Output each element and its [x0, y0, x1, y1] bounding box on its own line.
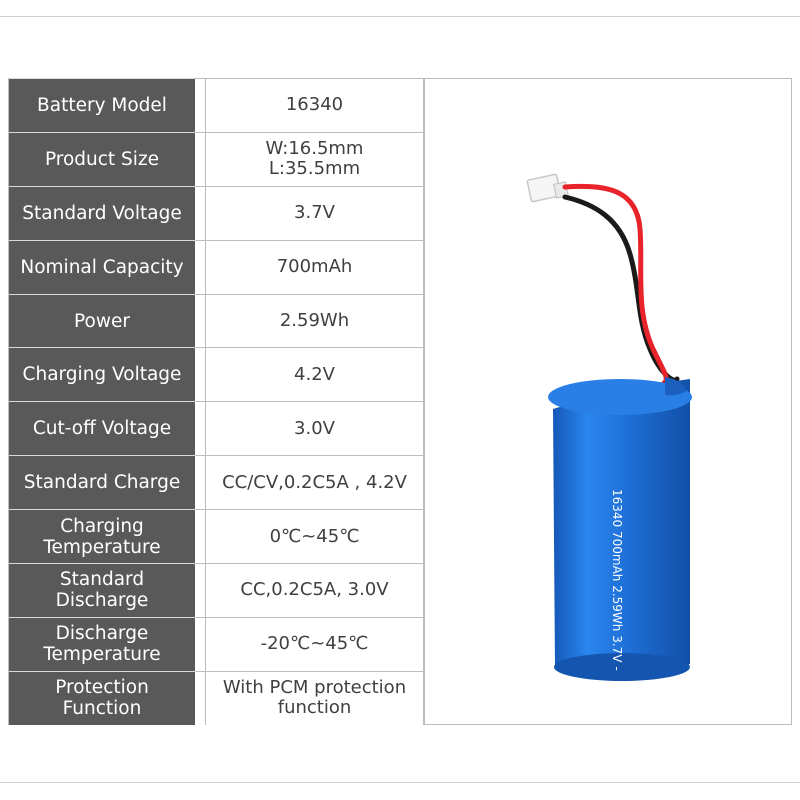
battery-printed-label: 16340 700mAh 2.59Wh 3.7V -: [610, 489, 624, 671]
spec-row-standard-voltage: Standard Voltage 3.7V: [9, 185, 424, 240]
battery-cell: 16340 700mAh 2.59Wh 3.7V -: [548, 377, 692, 681]
spec-row-standard-discharge: Standard Discharge CC,0.2C5A, 3.0V: [9, 563, 424, 617]
cell-gap: [195, 616, 205, 671]
spec-row-battery-model: Battery Model 16340: [9, 78, 424, 132]
spec-value: W:16.5mm L:35.5mm: [205, 131, 424, 186]
cell-gap: [195, 239, 205, 294]
spec-row-discharge-temperature: Discharge Temperature -20℃~45℃: [9, 616, 424, 671]
spec-row-standard-charge: Standard Charge CC/CV,0.2C5A , 4.2V: [9, 455, 424, 510]
spec-label: Nominal Capacity: [9, 239, 195, 294]
spec-table: Battery Model 16340 Product Size W:16.5m…: [8, 78, 424, 725]
spec-row-product-size: Product Size W:16.5mm L:35.5mm: [9, 131, 424, 186]
cell-gap: [195, 131, 205, 186]
cell-gap: [195, 563, 205, 617]
spec-row-nominal-capacity: Nominal Capacity 700mAh: [9, 239, 424, 294]
spec-value: CC/CV,0.2C5A , 4.2V: [205, 455, 424, 510]
spec-label: Charging Temperature: [9, 509, 195, 564]
cell-gap: [195, 401, 205, 456]
spec-value: 2.59Wh: [205, 293, 424, 348]
spec-label: Standard Discharge: [9, 563, 195, 617]
spec-value: 3.0V: [205, 401, 424, 456]
spec-row-power: Power 2.59Wh: [9, 293, 424, 348]
wire-connector: [526, 173, 569, 203]
spec-value: 16340: [205, 78, 424, 132]
cell-gap: [195, 78, 205, 132]
cell-gap: [195, 293, 205, 348]
spec-value: CC,0.2C5A, 3.0V: [205, 563, 424, 617]
cell-gap: [195, 455, 205, 510]
spec-label: Charging Voltage: [9, 347, 195, 402]
spec-label: Protection Function: [9, 670, 195, 725]
battery-illustration: 16340 700mAh 2.59Wh 3.7V -: [526, 173, 692, 681]
cell-gap: [195, 670, 205, 725]
cell-gap: [195, 509, 205, 564]
cell-gap: [195, 185, 205, 240]
spec-label: Standard Voltage: [9, 185, 195, 240]
spec-label: Power: [9, 293, 195, 348]
spec-value: With PCM protection function: [205, 670, 424, 725]
page-frame: [0, 16, 800, 783]
black-wire: [562, 194, 680, 383]
spec-row-cutoff-voltage: Cut-off Voltage 3.0V: [9, 401, 424, 456]
spec-value: 700mAh: [205, 239, 424, 294]
spec-value: 3.7V: [205, 185, 424, 240]
cell-gap: [195, 347, 205, 402]
battery-photo-panel: 16340 700mAh 2.59Wh 3.7V -: [424, 78, 792, 725]
spec-label: Standard Charge: [9, 455, 195, 510]
spec-value: -20℃~45℃: [205, 616, 424, 671]
spec-value: 4.2V: [205, 347, 424, 402]
spec-label: Battery Model: [9, 78, 195, 132]
spec-label: Cut-off Voltage: [9, 401, 195, 456]
red-wire: [562, 183, 669, 387]
spec-label: Product Size: [9, 131, 195, 186]
spec-row-charging-temperature: Charging Temperature 0℃~45℃: [9, 509, 424, 564]
spec-row-charging-voltage: Charging Voltage 4.2V: [9, 347, 424, 402]
spec-row-protection-function: Protection Function With PCM protection …: [9, 670, 424, 725]
spec-label: Discharge Temperature: [9, 616, 195, 671]
spec-value: 0℃~45℃: [205, 509, 424, 564]
